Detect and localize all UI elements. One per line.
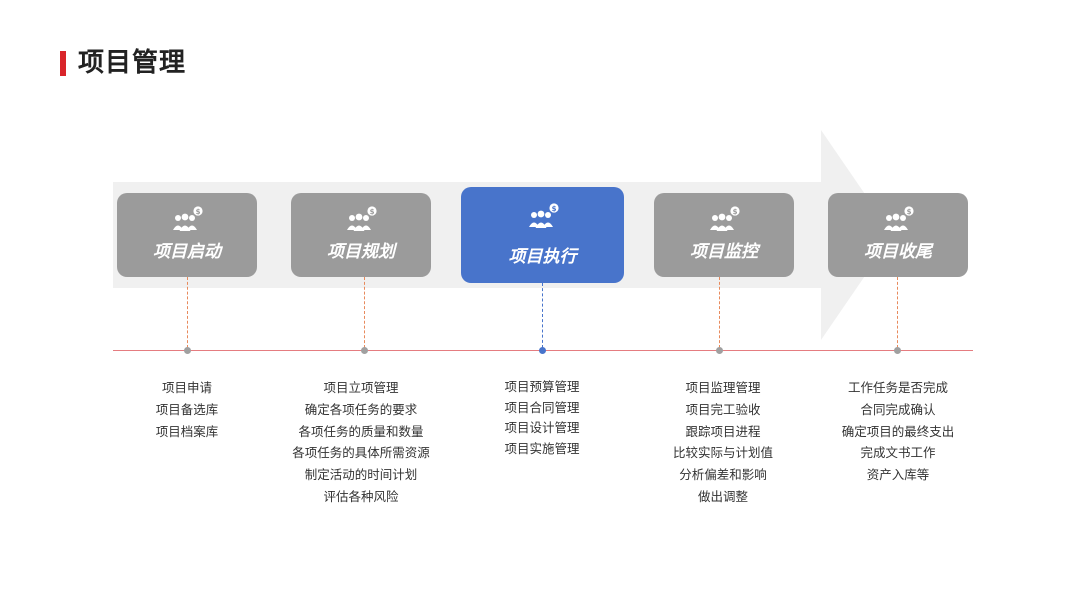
stage-card-start[interactable]: $ 项目启动 — [117, 193, 257, 277]
stage-details-planning: 项目立项管理 确定各项任务的要求 各项任务的质量和数量 各项任务的具体所需资源 … — [261, 377, 461, 508]
stage-details-monitoring: 项目监理管理 项目完工验收 跟踪项目进程 比较实际与计划值 分析偏差和影响 做出… — [623, 377, 823, 508]
detail-item: 制定活动的时间计划 — [304, 467, 418, 483]
timeline-dot — [539, 347, 546, 354]
detail-item: 比较实际与计划值 — [672, 445, 773, 461]
detail-item: 合同完成确认 — [860, 401, 936, 417]
detail-item: 项目完工验收 — [685, 401, 761, 417]
stage-label: 项目规划 — [327, 242, 395, 262]
detail-item: 完成文书工作 — [860, 445, 936, 461]
team-money-icon: $ — [347, 206, 377, 231]
title-accent-bar — [60, 51, 66, 76]
stage-label: 项目启动 — [153, 242, 221, 262]
detail-item: 确定项目的最终支出 — [841, 423, 955, 439]
connector-line — [719, 277, 720, 348]
page-title: 项目管理 — [78, 48, 187, 78]
stage-details-execution: 项目预算管理 项目合同管理 项目设计管理 项目实施管理 — [442, 377, 642, 459]
team-money-icon: $ — [710, 206, 740, 231]
detail-item: 项目立项管理 — [323, 380, 399, 395]
svg-text:$: $ — [196, 208, 201, 216]
connector-line — [364, 277, 365, 348]
connector-line — [897, 277, 898, 348]
timeline-dot — [361, 347, 368, 354]
stage-label: 项目执行 — [508, 247, 577, 267]
stage-card-execution[interactable]: $ 项目执行 — [461, 187, 624, 283]
timeline-dot — [716, 347, 723, 354]
detail-item: 跟踪项目进程 — [685, 423, 761, 439]
svg-text:$: $ — [733, 208, 738, 216]
detail-item: 资产入库等 — [866, 467, 930, 483]
detail-item: 项目备选库 — [155, 401, 219, 417]
stage-label: 项目监控 — [690, 242, 758, 262]
svg-text:$: $ — [551, 205, 556, 213]
detail-item: 项目申请 — [161, 380, 212, 395]
detail-item: 项目监理管理 — [685, 380, 761, 395]
timeline-dot — [184, 347, 191, 354]
team-money-icon: $ — [528, 203, 559, 228]
connector-line — [542, 283, 543, 348]
svg-text:$: $ — [907, 208, 912, 216]
timeline-dot — [894, 347, 901, 354]
detail-item: 项目档案库 — [155, 423, 219, 439]
detail-item: 评估各种风险 — [323, 488, 399, 504]
detail-item: 工作任务是否完成 — [847, 380, 948, 395]
detail-item: 项目实施管理 — [504, 440, 580, 456]
stage-label: 项目收尾 — [864, 242, 932, 262]
connector-line — [187, 277, 188, 348]
detail-item: 做出调整 — [697, 488, 748, 504]
team-money-icon: $ — [173, 206, 203, 231]
stage-card-planning[interactable]: $ 项目规划 — [291, 193, 431, 277]
team-money-icon: $ — [884, 206, 914, 231]
stage-details-start: 项目申请 项目备选库 项目档案库 — [87, 377, 287, 442]
stage-details-closing: 工作任务是否完成 合同完成确认 确定项目的最终支出 完成文书工作 资产入库等 — [798, 377, 998, 486]
detail-item: 分析偏差和影响 — [679, 467, 767, 483]
stage-card-closing[interactable]: $ 项目收尾 — [828, 193, 968, 277]
detail-item: 项目合同管理 — [504, 399, 580, 415]
detail-item: 项目设计管理 — [504, 420, 580, 435]
detail-item: 各项任务的具体所需资源 — [292, 445, 430, 461]
detail-item: 各项任务的质量和数量 — [298, 423, 424, 439]
detail-item: 项目预算管理 — [504, 379, 580, 394]
stage-card-monitoring[interactable]: $ 项目监控 — [654, 193, 794, 277]
detail-item: 确定各项任务的要求 — [304, 401, 418, 417]
svg-text:$: $ — [370, 208, 375, 216]
